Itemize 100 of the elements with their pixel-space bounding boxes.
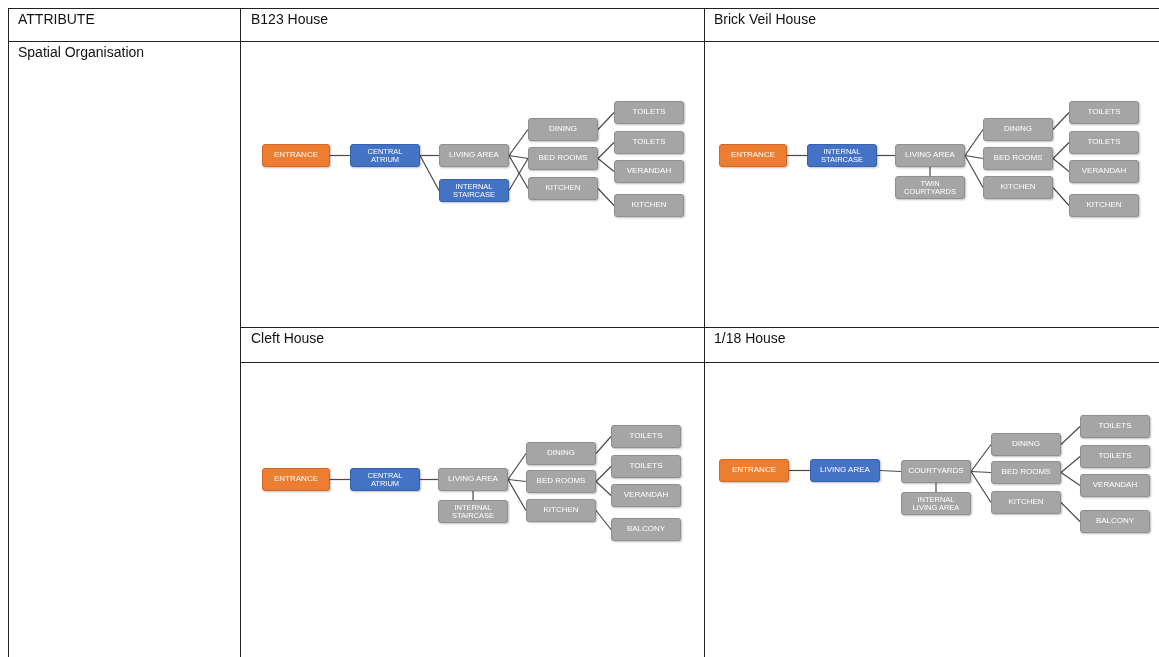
room-box <box>983 176 1053 199</box>
room-label: BED ROOMS <box>538 154 588 163</box>
room-box <box>614 101 684 124</box>
room-label: TOILETS <box>1098 452 1132 461</box>
connector-line <box>1052 186 1070 207</box>
room-label: COURTYARDS <box>908 467 964 476</box>
room-box <box>262 144 330 167</box>
room-label: TOILETS <box>632 108 666 117</box>
connector-line <box>329 478 351 481</box>
room-label: DINING <box>549 125 577 134</box>
room-box <box>1069 101 1139 124</box>
room-label: ENTRANCE <box>731 151 775 160</box>
connector-line <box>507 452 527 481</box>
room-box <box>1080 474 1150 497</box>
room-label: BED ROOMS <box>536 477 586 486</box>
connector-line <box>472 490 474 501</box>
column-header: 1/18 House <box>714 330 786 346</box>
room-box <box>807 144 877 167</box>
room-box <box>614 160 684 183</box>
connector-line <box>788 469 811 472</box>
connector-line <box>1060 471 1081 487</box>
room-box <box>611 484 681 507</box>
connector-line <box>1052 111 1070 131</box>
room-box <box>611 518 681 541</box>
room-label: BALCONY <box>626 525 666 534</box>
column-header: Brick Veil House <box>714 11 816 27</box>
column-header: B123 House <box>251 11 329 27</box>
room-box <box>1080 445 1150 468</box>
room-box <box>810 459 880 482</box>
room-box <box>895 176 965 199</box>
room-box <box>991 491 1061 514</box>
room-box <box>614 131 684 154</box>
connector-line <box>1060 425 1081 446</box>
room-box <box>526 470 596 493</box>
connector-line <box>964 154 984 189</box>
room-box <box>262 468 330 491</box>
room-box <box>895 144 965 167</box>
room-box <box>350 468 420 491</box>
room-label: DINING <box>547 449 575 458</box>
room-box <box>1080 415 1150 438</box>
connector-line <box>970 470 992 474</box>
room-label: BED ROOMS <box>993 154 1043 163</box>
room-label: KITCHEN <box>1008 498 1044 507</box>
connector-line <box>419 154 440 192</box>
connector-line <box>970 443 992 473</box>
connector-line <box>597 157 615 173</box>
connector-line <box>964 154 984 160</box>
room-label: LIVING AREA <box>448 475 498 484</box>
connector-line <box>597 141 615 160</box>
room-box <box>991 433 1061 456</box>
room-box <box>1080 510 1150 533</box>
room-label: BALCONY <box>1095 517 1135 526</box>
room-label: ENTRANCE <box>274 475 318 484</box>
connector-line <box>1052 157 1070 173</box>
room-box <box>528 147 598 170</box>
room-label: VERANDAH <box>626 167 672 176</box>
room-box <box>438 468 508 491</box>
connector-line <box>595 480 612 497</box>
room-box <box>528 118 598 141</box>
room-label: TOILETS <box>629 432 663 441</box>
room-box <box>983 147 1053 170</box>
connector-line <box>1052 141 1070 160</box>
connector-line <box>1060 455 1081 474</box>
connector-line <box>507 478 527 512</box>
connector-line <box>1060 501 1081 523</box>
room-box <box>1069 131 1139 154</box>
connector-line <box>595 465 612 483</box>
column-header: Cleft House <box>251 330 325 346</box>
connector-line <box>935 482 937 493</box>
room-box <box>611 455 681 478</box>
room-label: LIVING AREA <box>449 151 499 160</box>
connector-line <box>964 128 984 157</box>
column-header: ATTRIBUTE <box>18 11 95 27</box>
room-label: TOILETS <box>1098 422 1132 431</box>
room-label: KITCHEN <box>545 184 581 193</box>
connector-line <box>508 154 529 160</box>
room-label: KITCHEN <box>631 201 667 210</box>
room-box <box>526 499 596 522</box>
room-box <box>901 492 971 515</box>
room-box <box>1069 160 1139 183</box>
room-label: KITCHEN <box>1086 201 1122 210</box>
room-label: DINING <box>1012 440 1040 449</box>
connector-line <box>786 154 808 157</box>
room-label: LIVING AREA <box>905 151 955 160</box>
connector-line <box>595 509 612 531</box>
connector-line <box>507 478 527 483</box>
room-label: KITCHEN <box>543 506 579 515</box>
room-box <box>439 179 509 202</box>
room-label: VERANDAH <box>623 491 669 500</box>
room-box <box>528 177 598 200</box>
room-label: DINING <box>1004 125 1032 134</box>
room-box <box>901 460 971 483</box>
room-label: BED ROOMS <box>1001 468 1051 477</box>
room-box <box>983 118 1053 141</box>
room-box <box>526 442 596 465</box>
connector-line <box>508 128 529 157</box>
room-box <box>719 459 789 482</box>
room-label: VERANDAH <box>1081 167 1127 176</box>
connector-line <box>329 154 351 157</box>
connector-line <box>419 154 440 157</box>
